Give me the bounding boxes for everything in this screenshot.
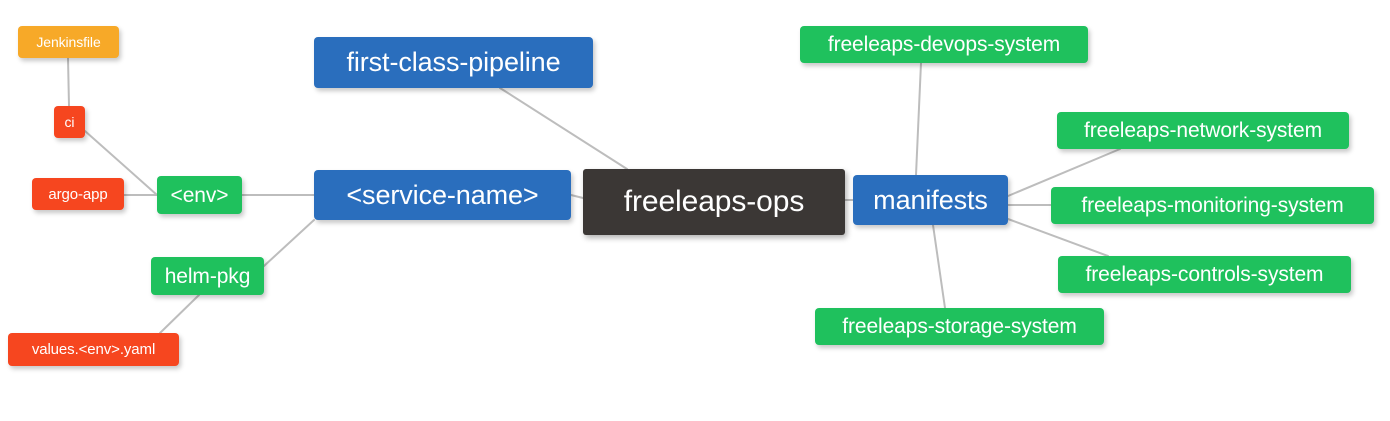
mindmap-node-label: freeleaps-ops bbox=[623, 185, 805, 218]
mindmap-node-label: freeleaps-devops-system bbox=[827, 33, 1061, 56]
mindmap-node-label: Jenkinsfile bbox=[36, 34, 101, 50]
mindmap-node-label: manifests bbox=[873, 184, 988, 215]
mindmap-node-jenkinsfile[interactable]: Jenkinsfile bbox=[18, 26, 119, 58]
mindmap-node-values-yaml[interactable]: values.<env>.yaml bbox=[8, 333, 179, 366]
edge-jenkinsfile-to-ci bbox=[67, 57, 70, 107]
mindmap-node-service-name[interactable]: <service-name> bbox=[314, 170, 571, 220]
mindmap-node-freeleaps-network-system[interactable]: freeleaps-network-system bbox=[1057, 112, 1349, 149]
mindmap-node-label: freeleaps-controls-system bbox=[1085, 263, 1324, 286]
edge-manifests-to-freeleaps-controls-system bbox=[1007, 218, 1109, 257]
mindmap-node-label: freeleaps-monitoring-system bbox=[1081, 194, 1344, 217]
mindmap-node-label: <service-name> bbox=[346, 179, 539, 210]
edge-first-class-pipeline-to-freeleaps-ops bbox=[499, 87, 628, 170]
edge-service-name-to-freeleaps-ops bbox=[570, 194, 584, 199]
mindmap-node-ci[interactable]: ci bbox=[54, 106, 85, 138]
mindmap-node-freeleaps-controls-system[interactable]: freeleaps-controls-system bbox=[1058, 256, 1351, 293]
mindmap-node-manifests[interactable]: manifests bbox=[853, 175, 1008, 225]
mindmap-node-label: ci bbox=[64, 114, 75, 130]
mindmap-node-label: first-class-pipeline bbox=[346, 47, 561, 77]
mindmap-node-env[interactable]: <env> bbox=[157, 176, 242, 214]
edge-manifests-to-freeleaps-devops-system bbox=[915, 62, 922, 176]
mindmap-node-first-class-pipeline[interactable]: first-class-pipeline bbox=[314, 37, 593, 88]
mindmap-node-freeleaps-monitoring-system[interactable]: freeleaps-monitoring-system bbox=[1051, 187, 1374, 224]
mindmap-node-label: values.<env>.yaml bbox=[31, 341, 156, 358]
mindmap-node-label: freeleaps-storage-system bbox=[842, 315, 1077, 338]
edge-helm-pkg-to-service-name bbox=[263, 219, 315, 267]
mindmap-node-label: helm-pkg bbox=[164, 264, 251, 288]
mindmap-node-label: argo-app bbox=[48, 185, 108, 203]
mindmap-node-argo-app[interactable]: argo-app bbox=[32, 178, 124, 210]
mindmap-node-freeleaps-devops-system[interactable]: freeleaps-devops-system bbox=[800, 26, 1088, 63]
mindmap-node-freeleaps-storage-system[interactable]: freeleaps-storage-system bbox=[815, 308, 1104, 345]
edge-manifests-to-freeleaps-storage-system bbox=[932, 224, 946, 309]
mindmap-node-helm-pkg[interactable]: helm-pkg bbox=[151, 257, 264, 295]
mindmap-node-label: <env> bbox=[170, 183, 229, 207]
edge-values-yaml-to-helm-pkg bbox=[159, 294, 200, 334]
mindmap-node-label: freeleaps-network-system bbox=[1083, 119, 1322, 142]
mindmap-node-freeleaps-ops[interactable]: freeleaps-ops bbox=[583, 169, 845, 235]
